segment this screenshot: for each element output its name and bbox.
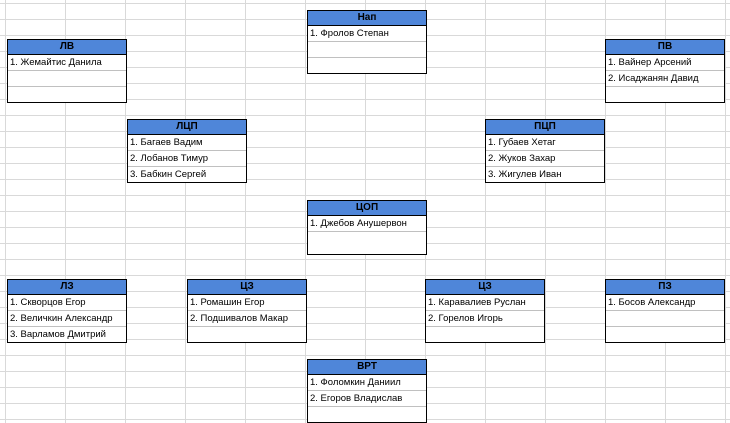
player-cell[interactable]: 2. Подшивалов Макар: [188, 311, 306, 327]
position-box-cz-right: ЦЗ 1. Каравалиев Руслан 2. Горелов Игорь: [425, 279, 545, 343]
player-cell[interactable]: [606, 87, 724, 102]
player-cell[interactable]: [8, 71, 126, 87]
position-title[interactable]: ВРТ: [308, 360, 426, 375]
position-box-lz: ЛЗ 1. Скворцов Егор 2. Величкин Александ…: [7, 279, 127, 343]
player-cell[interactable]: [308, 42, 426, 58]
position-title[interactable]: ЛЦП: [128, 120, 246, 135]
position-box-nap: Нап 1. Фролов Степан: [307, 10, 427, 74]
position-box-pz: ПЗ 1. Босов Александр: [605, 279, 725, 343]
player-cell[interactable]: 1. Каравалиев Руслан: [426, 295, 544, 311]
player-cell[interactable]: 3. Бабкин Сергей: [130, 169, 207, 180]
player-cell[interactable]: 2. Лобанов Тимур: [128, 151, 246, 167]
position-title[interactable]: ЛЗ: [8, 280, 126, 295]
position-box-cz-left: ЦЗ 1. Ромашин Егор 2. Подшивалов Макар: [187, 279, 307, 343]
position-box-cop: ЦОП 1. Джебов Анушервон: [307, 200, 427, 255]
position-box-lv: ЛВ 1. Жемайтис Данила: [7, 39, 127, 103]
position-box-lcp: ЛЦП 1. Багаев Вадим 2. Лобанов Тимур 3. …: [127, 119, 247, 183]
position-title[interactable]: ЦЗ: [426, 280, 544, 295]
player-cell[interactable]: 1. Скворцов Егор: [8, 295, 126, 311]
player-cell[interactable]: 1. Губаев Хетаг: [486, 135, 604, 151]
position-title[interactable]: ЦОП: [308, 201, 426, 216]
position-title[interactable]: ПЗ: [606, 280, 724, 295]
position-title[interactable]: ПВ: [606, 40, 724, 55]
position-title[interactable]: ЦЗ: [188, 280, 306, 295]
position-box-pcp: ПЦП 1. Губаев Хетаг 2. Жуков Захар 3. Жи…: [485, 119, 605, 183]
player-cell[interactable]: 1. Жемайтис Данила: [8, 55, 126, 71]
player-cell[interactable]: 2. Исаджанян Давид: [606, 71, 724, 87]
player-cell[interactable]: 1. Фролов Степан: [308, 26, 426, 42]
player-cell[interactable]: [426, 327, 544, 342]
player-cell[interactable]: 1. Босов Александр: [606, 295, 724, 311]
player-cell[interactable]: 1. Джебов Анушервон: [308, 216, 426, 232]
position-box-pv: ПВ 1. Вайнер Арсений 2. Исаджанян Давид: [605, 39, 725, 103]
player-cell[interactable]: 2. Величкин Александр: [8, 311, 126, 327]
player-cell[interactable]: [606, 327, 724, 342]
position-title[interactable]: ЛВ: [8, 40, 126, 55]
player-cell[interactable]: 3. Жигулев Иван: [488, 169, 562, 180]
player-cell[interactable]: [8, 87, 126, 102]
position-title[interactable]: Нап: [308, 11, 426, 26]
player-cell[interactable]: 2. Жуков Захар: [486, 151, 604, 167]
position-box-vrt: ВРТ 1. Фоломкин Даниил 2. Егоров Владисл…: [307, 359, 427, 423]
player-cell[interactable]: 2. Горелов Игорь: [426, 311, 544, 327]
player-cell[interactable]: [188, 327, 306, 342]
player-cell[interactable]: [308, 232, 426, 254]
position-title[interactable]: ПЦП: [486, 120, 604, 135]
player-cell[interactable]: 1. Фоломкин Даниил: [308, 375, 426, 391]
player-cell[interactable]: 1. Вайнер Арсений: [606, 55, 724, 71]
player-cell[interactable]: 1. Ромашин Егор: [188, 295, 306, 311]
player-cell[interactable]: 3. Варламов Дмитрий: [10, 329, 106, 340]
player-cell[interactable]: 2. Егоров Владислав: [308, 391, 426, 407]
player-cell[interactable]: 1. Багаев Вадим: [128, 135, 246, 151]
player-cell[interactable]: [606, 311, 724, 327]
player-cell[interactable]: [308, 58, 426, 73]
